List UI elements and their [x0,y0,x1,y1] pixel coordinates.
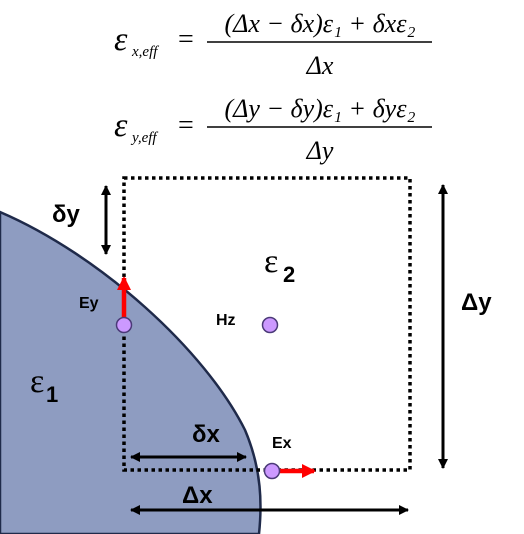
delta-y-big-label: Δy [461,289,492,316]
ex-node [263,462,281,480]
formula-x-denominator: Δx [306,51,334,80]
formula-x-lhs-subscript: x,eff [131,44,159,60]
epsilon-2-subscript: 2 [283,262,295,287]
formula-y-numerator: (Δy − δy)ε₁ + δyε₂ [224,94,415,123]
formula-x-equals: = [178,24,194,55]
formula-x: ε x,eff = (Δx − δx)ε₁ + δxε₂ Δx [114,9,432,80]
formula-y: ε y,eff = (Δy − δy)ε₁ + δyε₂ Δy [114,94,432,165]
formula-y-denominator: Δy [306,136,334,165]
formula-y-equals: = [178,110,194,141]
delta-x-big-label: Δx [182,482,213,509]
delta-x-small-label: δx [192,421,221,448]
delta-y-small-label: δy [52,201,81,228]
formula-x-lhs-symbol: ε [114,21,128,58]
ex-label: Ex [272,435,292,452]
epsilon-2-symbol: ε [264,243,278,280]
formula-x-numerator: (Δx − δx)ε₁ + δxε₂ [224,9,415,38]
epsilon-1-subscript: 1 [46,382,58,407]
formula-y-lhs-symbol: ε [114,107,128,144]
epsilon-1-symbol: ε [30,363,44,400]
formula-y-lhs-subscript: y,eff [130,130,158,146]
hz-label: Hz [216,312,236,329]
hz-node [261,316,279,334]
ey-node [115,316,133,334]
ey-label: Ey [79,295,99,312]
